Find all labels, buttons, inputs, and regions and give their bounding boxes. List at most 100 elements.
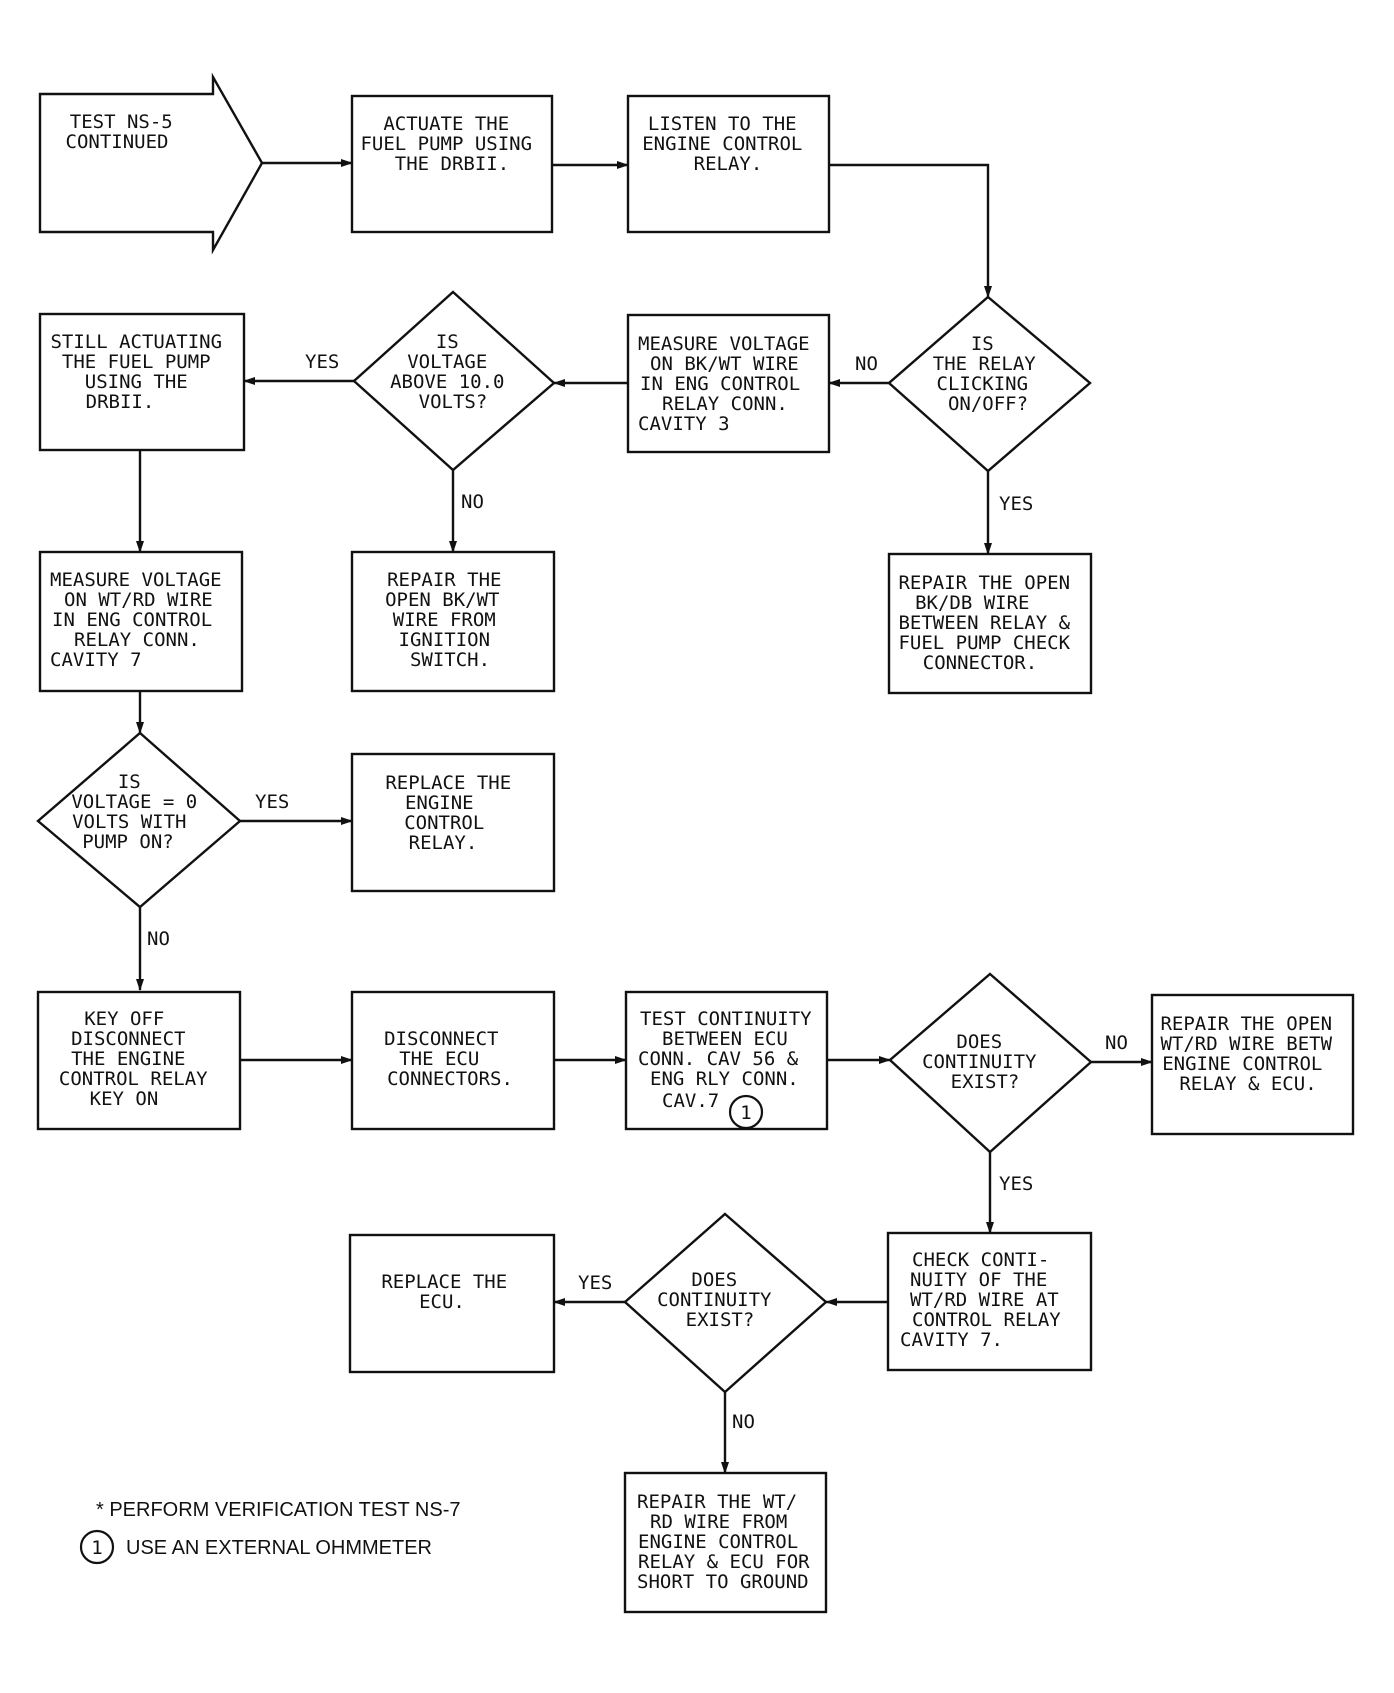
label-relay-no: NO [855,353,878,375]
node-repair-wtrd-between-line-4: RELAY & ECU. [1179,1073,1316,1095]
node-relay-decision-line-4: ON/OFF? [948,393,1028,415]
label-volt-no: NO [461,491,484,513]
node-repair-bkdb-line-5: CONNECTOR. [923,652,1037,674]
node-continuity-decision-2-line-2: CONTINUITY [657,1289,772,1311]
label-cont2-no: NO [732,1411,755,1433]
node-test-continuity-line-2: BETWEEN ECU [662,1028,788,1050]
label-cont1-no: NO [1105,1032,1128,1054]
node-replace-ecu: REPLACE THE ECU. [348,1233,556,1374]
node-continuity-decision-1-line-1: DOES [956,1031,1002,1053]
node-repair-bkwt-line-2: OPEN BK/WT [385,589,499,611]
callout-circle [728,1094,764,1130]
node-voltage-decision-line-1: IS [436,331,459,353]
node-zero-volt-decision-line-4: PUMP ON? [82,831,174,853]
node-measure-bkwt: MEASURE VOLTAGE ON BK/WT WIRE IN ENG CON… [626,313,831,454]
svg-text:DISCONNECT THE ECU: DISCONNECT THE ECU CONNECTORS. [384,1028,513,1090]
node-replace-relay-line-2: ENGINE [405,792,474,814]
node-voltage-decision-line-4: VOLTS? [419,391,488,413]
node-test-continuity-line-1: TEST CONTINUITY [640,1008,812,1030]
svg-text:REPLACE THE ECU.: REPLACE THE ECU. [381,1271,518,1313]
svg-text:KEY OFF DISCONNECT: KEY OFF DISCONNECT THE ENGINE CONTROL RE… [59,1008,219,1110]
node-zero-volt-decision-line-1: IS [118,771,141,793]
node-relay-decision: IS THE RELAY CLICKING ON/OFF? [887,295,1092,473]
node-still-actuating-line-3: USING THE [85,371,188,393]
node-still-actuating-line-1: STILL ACTUATING [50,331,222,353]
node-measure-wtrd-line-1: MEASURE VOLTAGE [50,569,222,591]
node-zero-volt-decision-line-3: VOLTS WITH [72,811,186,833]
node-measure-wtrd-line-4: RELAY CONN. [74,629,200,651]
svg-text:LISTEN TO THE ENGINE CON: LISTEN TO THE ENGINE CONTROL RELAY. [642,113,814,175]
node-disconnect-ecu-line-1: DISCONNECT [384,1028,498,1050]
node-measure-bkwt-line-1: MEASURE VOLTAGE [638,333,810,355]
node-repair-wtrd-between: REPAIR THE OPEN WT/RD WIRE BETW ENGINE C… [1150,993,1355,1136]
label-zero-yes: YES [255,791,289,813]
node-key-off-line-5: KEY ON [90,1088,159,1110]
node-relay-decision-line-2: THE RELAY [933,353,1037,375]
node-voltage-decision: IS VOLTAGE ABOVE 10.0 VOLTS? [352,290,556,472]
node-repair-bkdb-line-3: BETWEEN RELAY & [898,612,1070,634]
svg-text:IS VOLTAGE = 0 VOL: IS VOLTAGE = 0 VOLTS WITH PUMP ON? [71,771,208,853]
node-repair-wtrd-between-line-1: REPAIR THE OPEN [1160,1013,1332,1035]
note-callout-number: 1 [91,1537,102,1559]
node-start: TEST NS-5 CONTINUED [38,72,264,255]
note-ohmmeter: USE AN EXTERNAL OHMMETER [126,1537,432,1559]
node-check-continuity-line-2: NUITY OF THE [910,1269,1047,1291]
node-replace-relay-line-4: RELAY. [409,832,478,854]
svg-text:MEASURE VOLTAGE ON WT/RD: MEASURE VOLTAGE ON WT/RD WIRE IN ENG CON… [50,569,233,671]
svg-text:CHECK CONTI- NUITY OF TH: CHECK CONTI- NUITY OF THE WT/RD WIRE AT … [900,1249,1072,1351]
note-callout-circle [79,1529,115,1565]
svg-text:TEST NS-5 CONTINUED: TEST NS-5 CONTINUED [66,111,185,153]
node-repair-wtrd-between-line-3: ENGINE CONTROL [1162,1053,1322,1075]
node-measure-bkwt-line-4: RELAY CONN. [662,393,788,415]
svg-text:ACTUATE THE FUEL PUMP US: ACTUATE THE FUEL PUMP USING THE DRBII. [360,113,543,175]
node-actuate-line-2: FUEL PUMP USING [360,133,532,155]
node-measure-wtrd-line-3: IN ENG CONTROL [52,609,212,631]
svg-text:TEST CONTINUITY BETWEEN: TEST CONTINUITY BETWEEN ECU CONN. CAV 56… [638,1008,823,1112]
node-key-off-line-3: THE ENGINE [71,1048,185,1070]
node-repair-bkwt-line-3: WIRE FROM [393,609,496,631]
node-repair-short-line-2: RD WIRE FROM [650,1511,787,1533]
node-measure-bkwt-line-5: CAVITY 3 [638,413,730,435]
node-listen-line-2: ENGINE CONTROL [642,133,802,155]
node-actuate-line-1: ACTUATE THE [383,113,509,135]
node-actuate: ACTUATE THE FUEL PUMP USING THE DRBII. [350,94,554,234]
node-key-off-line-1: KEY OFF [84,1008,164,1030]
node-relay-decision-line-3: CLICKING [937,373,1029,395]
edge-listen-relay-q [829,163,992,298]
node-zero-volt-decision: IS VOLTAGE = 0 VOLTS WITH PUMP ON? [36,731,242,909]
node-repair-short: REPAIR THE WT/ RD WIRE FROM ENGINE CONTR… [623,1471,828,1614]
node-repair-bkwt-line-4: IGNITION [399,629,491,651]
node-start-line-1: TEST NS-5 [70,111,173,133]
node-repair-bkwt: REPAIR THE OPEN BK/WT WIRE FROM IGNITION… [350,550,556,693]
notes: * PERFORM VERIFICATION TEST NS-7 1 USE A… [79,1499,461,1565]
node-repair-short-line-3: ENGINE CONTROL [638,1531,798,1553]
node-repair-short-line-1: REPAIR THE WT/ [637,1491,797,1513]
node-listen-line-3: RELAY. [694,153,763,175]
node-test-continuity-line-3: CONN. CAV 56 & [638,1048,799,1070]
node-repair-bkdb: REPAIR THE OPEN BK/DB WIRE BETWEEN RELAY… [887,552,1093,695]
note-verification: * PERFORM VERIFICATION TEST NS-7 [96,1499,461,1521]
node-replace-relay: REPLACE THE ENGINE CONTROL RELAY. [350,752,556,893]
node-continuity-decision-2-line-1: DOES [691,1269,737,1291]
label-cont2-yes: YES [578,1272,612,1294]
node-continuity-decision-2-line-3: EXIST? [686,1309,755,1331]
node-check-continuity-line-3: WT/RD WIRE AT [910,1289,1059,1311]
svg-text:REPLACE THE ENGINE: REPLACE THE ENGINE CONTROL RELAY. [385,772,522,854]
node-check-continuity: CHECK CONTI- NUITY OF THE WT/RD WIRE AT … [886,1231,1093,1372]
node-start-line-2: CONTINUED [66,131,169,153]
node-check-continuity-line-4: CONTROL RELAY [912,1309,1061,1331]
node-disconnect-ecu: DISCONNECT THE ECU CONNECTORS. [350,990,556,1131]
edges [136,159,1153,1474]
node-measure-bkwt-line-2: ON BK/WT WIRE [650,353,799,375]
svg-text:REPAIR THE OPEN BK/DB WI: REPAIR THE OPEN BK/DB WIRE BETWEEN RELAY… [898,572,1081,674]
label-relay-yes: YES [999,493,1033,515]
node-disconnect-ecu-line-3: CONNECTORS. [387,1068,513,1090]
node-replace-relay-line-3: CONTROL [404,812,484,834]
node-key-off: KEY OFF DISCONNECT THE ENGINE CONTROL RE… [36,990,242,1131]
node-replace-ecu-line-1: REPLACE THE [381,1271,507,1293]
edge-labels: NO YES YES NO YES NO NO YES YES NO [147,351,1128,1433]
node-replace-ecu-line-2: ECU. [419,1291,465,1313]
node-zero-volt-decision-line-2: VOLTAGE = 0 [71,791,197,813]
node-repair-bkdb-line-4: FUEL PUMP CHECK [898,632,1070,654]
